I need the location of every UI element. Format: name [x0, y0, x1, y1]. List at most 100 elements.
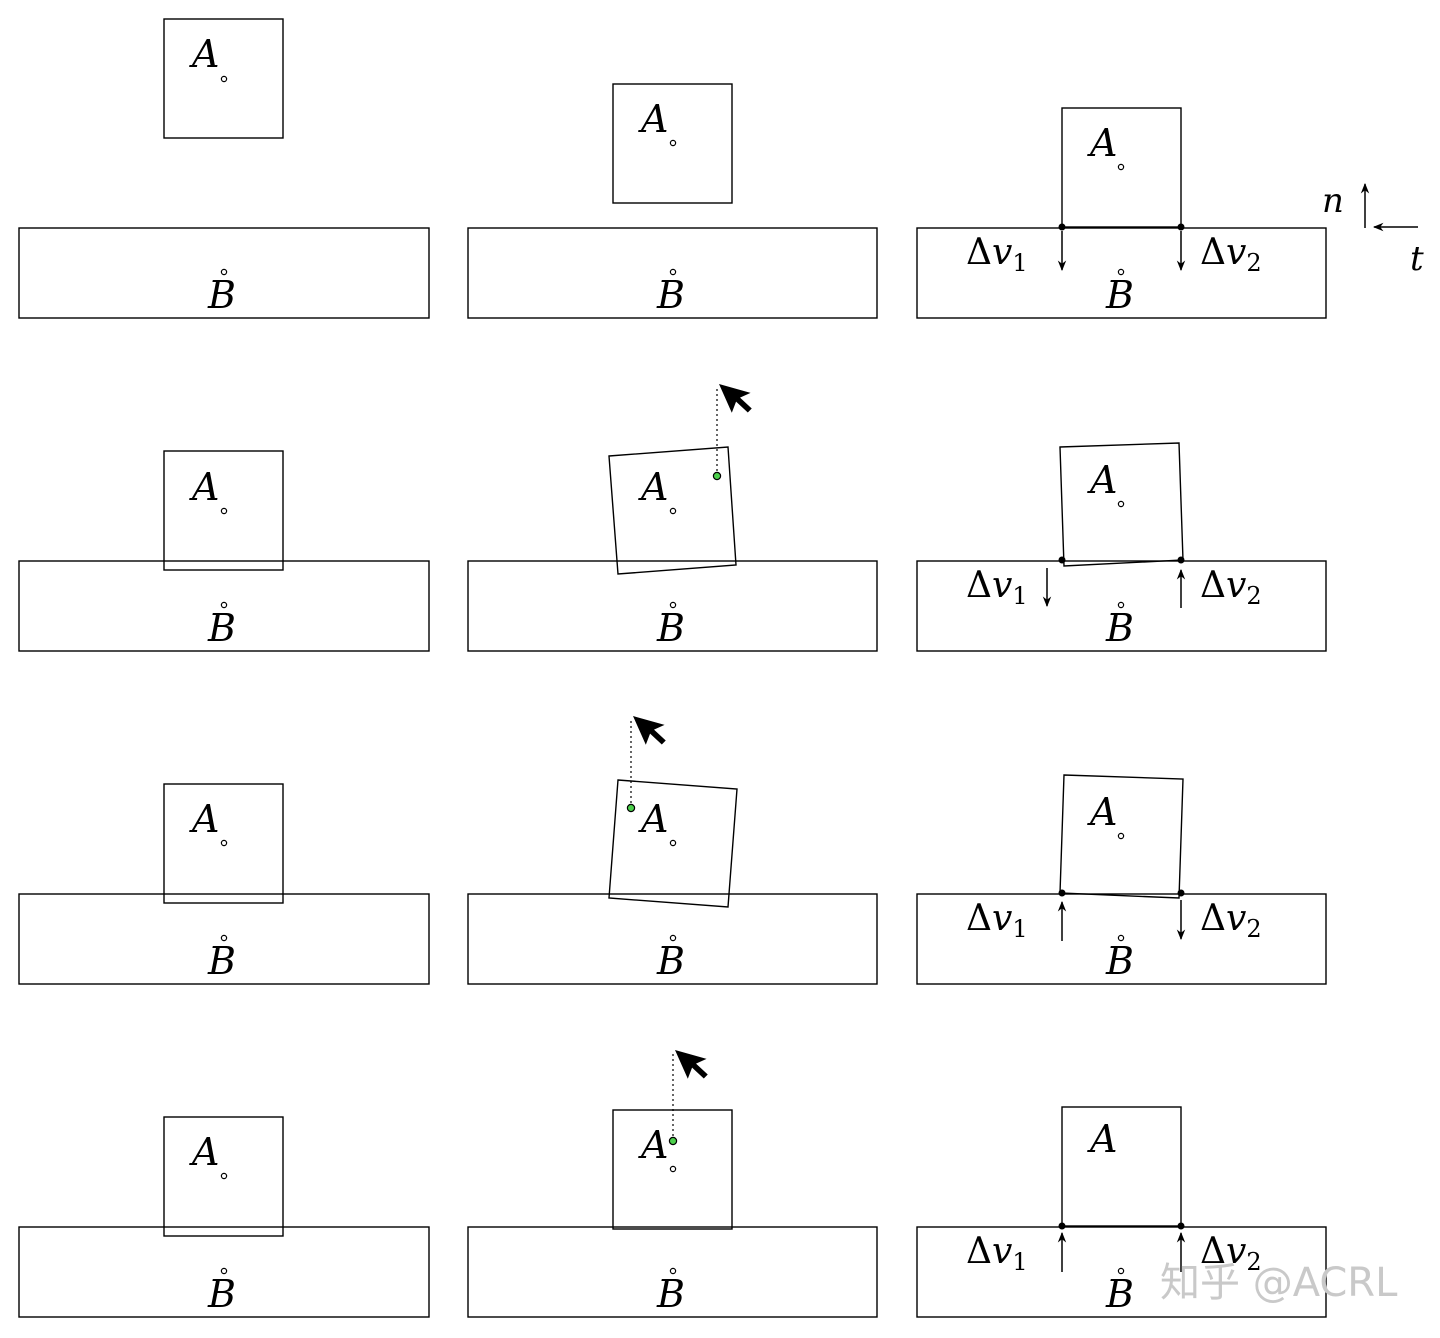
contact-point-2	[1177, 889, 1185, 897]
dv2-label: Δv2	[1200, 232, 1262, 277]
body-a	[163, 783, 284, 904]
body-b-center	[1117, 601, 1125, 609]
body-a-rotated	[1059, 774, 1184, 899]
body-b	[916, 1226, 1327, 1318]
body-a-center	[669, 839, 677, 847]
dv2-label: Δv2	[1200, 565, 1262, 610]
body-b-label: B	[207, 273, 236, 317]
grab-point	[668, 1136, 678, 1146]
body-a-label: A	[1087, 790, 1117, 834]
body-b	[18, 227, 430, 319]
panel-r1-c1: B A	[18, 18, 430, 319]
body-b-label: B	[1105, 606, 1134, 650]
normal-axis-label: n	[1322, 181, 1344, 221]
mouse-pointer-icon	[719, 373, 758, 419]
body-a-label: A	[189, 1130, 219, 1174]
body-b-center	[669, 268, 677, 276]
body-a-label: A	[638, 97, 668, 141]
contact-frame-axes: n t	[1322, 181, 1424, 279]
body-b-center	[1117, 268, 1125, 276]
body-a	[612, 83, 733, 204]
panel-r2-c2: B A	[467, 373, 878, 652]
body-b-center	[220, 1267, 228, 1275]
body-a	[1061, 107, 1182, 228]
body-a-center	[1117, 500, 1125, 508]
body-a-center	[669, 1165, 677, 1173]
body-b-label: B	[656, 1272, 685, 1316]
body-a-center	[1117, 832, 1125, 840]
body-a-center	[1117, 163, 1125, 171]
body-a	[163, 18, 284, 139]
mouse-pointer-icon	[633, 705, 672, 751]
body-b-center	[220, 601, 228, 609]
panel-r1-c2: B A	[467, 83, 878, 319]
body-b	[916, 560, 1327, 652]
dv2-label: Δv2	[1200, 898, 1262, 943]
body-b-label: B	[656, 273, 685, 317]
body-b-center	[220, 268, 228, 276]
body-b-label: B	[207, 606, 236, 650]
panel-r3-c2: B A	[467, 705, 878, 985]
body-b	[467, 1226, 878, 1318]
body-a-center	[669, 139, 677, 147]
contact-point-2	[1177, 223, 1185, 231]
panel-r1-c3: B A Δv1 Δv2	[916, 107, 1327, 319]
body-b-center	[669, 934, 677, 942]
body-b	[18, 1226, 430, 1318]
body-b	[18, 893, 430, 985]
body-b-label: B	[1105, 939, 1134, 983]
contact-point-2	[1177, 556, 1185, 564]
body-b-label: B	[656, 939, 685, 983]
body-a-label: A	[189, 32, 219, 76]
body-b	[18, 560, 430, 652]
body-b-center	[220, 934, 228, 942]
dv1-label: Δv1	[966, 1231, 1028, 1276]
contact-point-1	[1058, 889, 1066, 897]
panel-r2-c1: B A	[18, 450, 430, 652]
body-b-label: B	[207, 939, 236, 983]
body-a-label: A	[1087, 1117, 1117, 1161]
grab-point	[626, 803, 636, 813]
body-b-label: B	[207, 1272, 236, 1316]
body-a	[163, 1116, 284, 1237]
panel-r4-c2: B A	[467, 1039, 878, 1318]
body-a	[163, 450, 284, 571]
body-b-center	[669, 1267, 677, 1275]
body-a-label: A	[1087, 458, 1117, 502]
dv1-label: Δv1	[966, 898, 1028, 943]
body-b	[467, 227, 878, 319]
body-b-label: B	[1105, 273, 1134, 317]
body-a-label: A	[638, 797, 668, 841]
contact-point-1	[1058, 223, 1066, 231]
body-a-center	[669, 507, 677, 515]
panel-r3-c3: B A Δv1 Δv2	[916, 774, 1327, 985]
body-a-label: A	[638, 465, 668, 509]
watermark-text: 知乎 @ACRL	[1160, 1260, 1398, 1306]
body-a-center	[220, 1172, 228, 1180]
body-b-label: B	[1105, 1272, 1134, 1316]
body-a-center	[220, 507, 228, 515]
grab-point	[712, 471, 722, 481]
body-b-center	[1117, 934, 1125, 942]
body-a-rotated	[608, 779, 738, 908]
body-a	[1061, 1106, 1182, 1227]
body-a-rotated	[608, 446, 737, 575]
body-a-label: A	[1087, 121, 1117, 165]
contact-point-2	[1177, 1222, 1185, 1230]
body-a-label: A	[189, 797, 219, 841]
contact-point-1	[1058, 1222, 1066, 1230]
panel-r4-c3: B A Δv1 Δv2	[916, 1106, 1327, 1318]
body-b	[916, 227, 1327, 319]
body-b	[916, 893, 1327, 985]
dv1-label: Δv1	[966, 232, 1028, 277]
body-b-center	[1117, 1267, 1125, 1275]
body-a-label: A	[638, 1123, 668, 1167]
body-b-label: B	[656, 606, 685, 650]
dv1-label: Δv1	[966, 565, 1028, 610]
mouse-pointer-icon	[675, 1039, 714, 1085]
body-a-center	[220, 75, 228, 83]
body-a-label: A	[189, 465, 219, 509]
panel-r2-c3: B A Δv1 Δv2	[916, 442, 1327, 652]
panel-r4-c1: B A	[18, 1116, 430, 1318]
